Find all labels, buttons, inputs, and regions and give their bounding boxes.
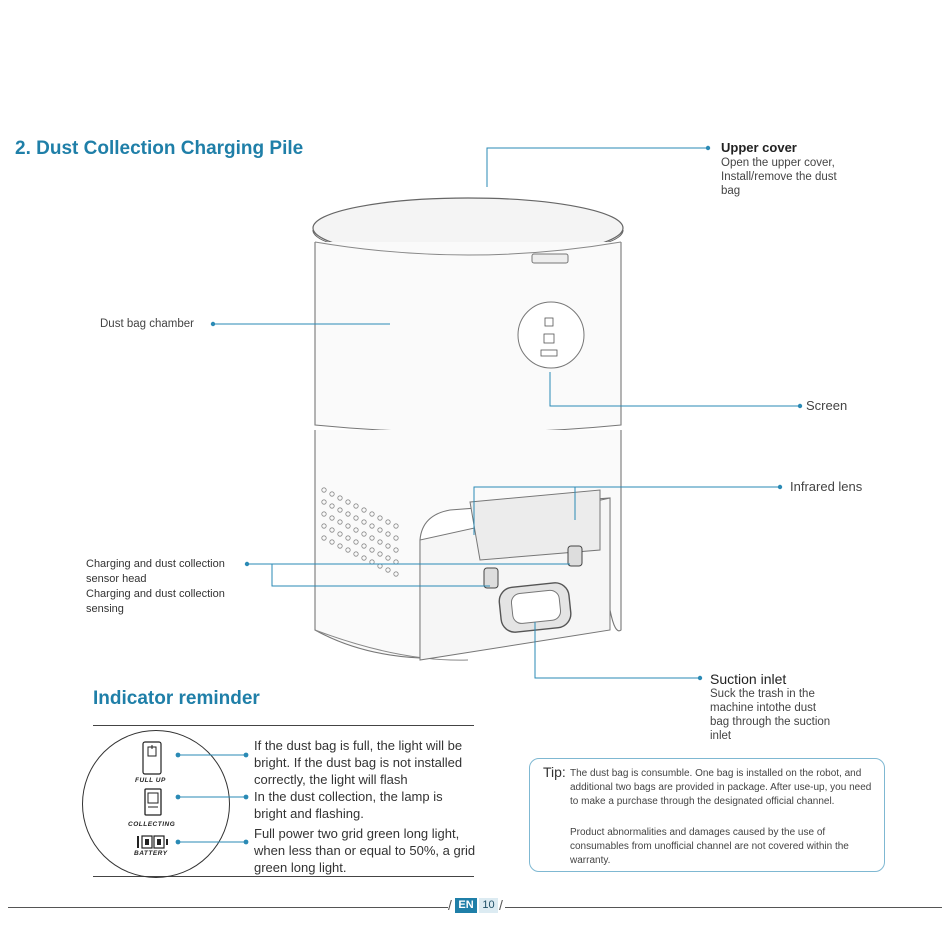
collecting-icon	[144, 788, 162, 816]
indicator-top-rule	[93, 725, 474, 726]
tip-paragraph-1: The dust bag is consumble. One bag is in…	[570, 768, 872, 807]
upper-cover-title: Upper cover	[721, 140, 797, 155]
indicator-battery-text: Full power two grid green long light, wh…	[254, 826, 476, 875]
indicator-connectors	[175, 752, 249, 845]
page-number: 10	[479, 898, 498, 913]
indicator-title: Indicator reminder	[93, 688, 260, 709]
upper-cover-desc: Open the upper cover, Install/remove the…	[721, 157, 837, 197]
suction-inlet-desc: Suck the trash in the machine intothe du…	[710, 688, 831, 742]
indicator-full-up-text: If the dust bag is full, the light will …	[254, 738, 463, 787]
footer-rule-left	[8, 907, 448, 908]
infrared-lens-label: Infrared lens	[790, 479, 863, 494]
tip-paragraph-2: Product abnormalities and damages caused…	[570, 827, 849, 866]
indicator-collecting-text: In the dust collection, the lamp is brig…	[254, 789, 443, 821]
footer-slash-left: /	[448, 897, 452, 913]
dust-collection-pile-illustration	[312, 197, 624, 661]
tip-label: Tip:	[543, 764, 566, 780]
footer-rule-right	[505, 907, 942, 908]
suction-inlet-title: Suction inlet	[710, 671, 787, 687]
battery-label: BATTERY	[134, 850, 168, 857]
section-title: 2. Dust Collection Charging Pile	[15, 138, 304, 159]
screen-label: Screen	[806, 398, 848, 413]
dust-bag-chamber-label: Dust bag chamber	[100, 318, 194, 330]
collecting-label: COLLECTING	[128, 821, 176, 828]
indicator-panel-circle	[82, 730, 230, 878]
footer-slash-right: /	[499, 897, 503, 913]
full-up-label: FULL UP	[135, 777, 166, 784]
tip-box	[529, 758, 885, 872]
sensing-label: Charging and dust collection sensing	[86, 588, 225, 615]
dust-bag-full-icon	[142, 741, 162, 775]
sensor-head-label: Charging and dust collection sensor head	[86, 558, 225, 585]
battery-icon	[137, 835, 168, 849]
indicator-bottom-rule	[93, 876, 474, 877]
language-badge: EN	[455, 898, 477, 913]
